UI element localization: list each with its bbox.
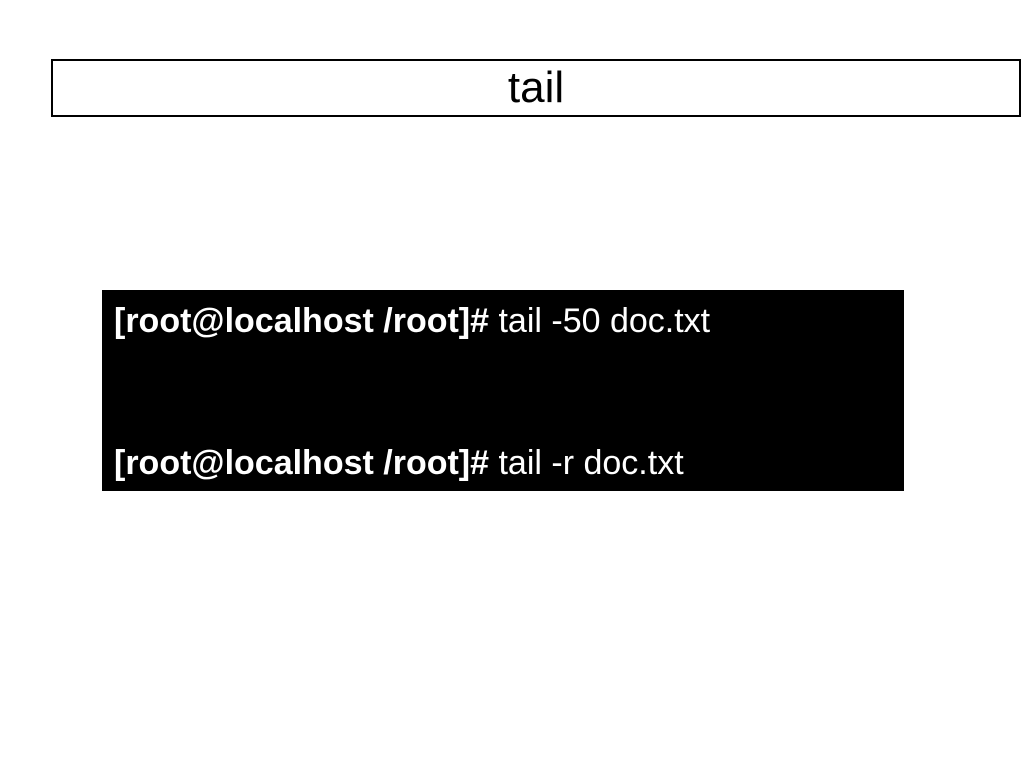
terminal-line: [root@localhost /root]# tail -50 doc.txt	[114, 304, 710, 338]
shell-prompt: [root@localhost /root]#	[114, 444, 490, 482]
terminal-block: [root@localhost /root]# tail -50 doc.txt…	[102, 290, 904, 491]
shell-command: tail -50 doc.txt	[489, 302, 711, 340]
slide-title: tail	[51, 59, 1021, 117]
shell-command: tail -r doc.txt	[489, 444, 684, 482]
shell-prompt: [root@localhost /root]#	[114, 302, 490, 340]
terminal-line: [root@localhost /root]# tail -r doc.txt	[114, 446, 684, 480]
